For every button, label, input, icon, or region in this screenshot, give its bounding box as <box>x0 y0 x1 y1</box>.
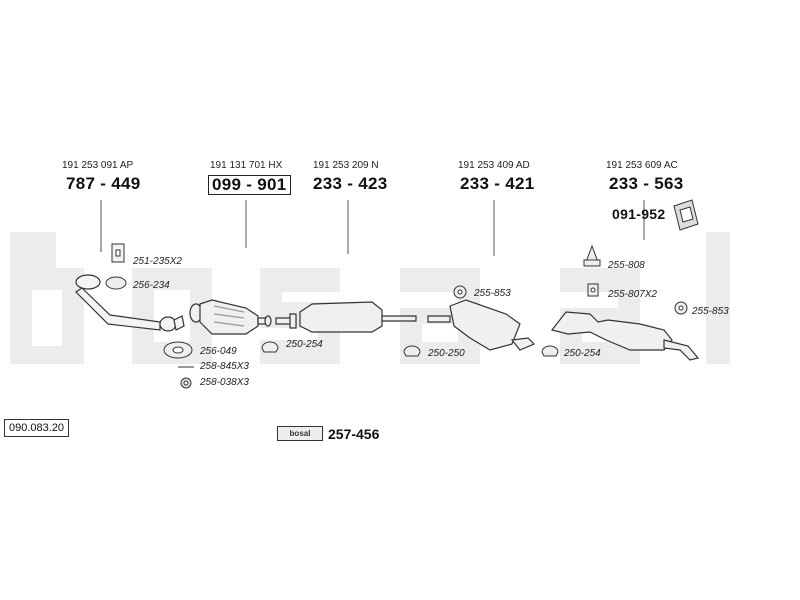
fitting-label: 250-254 <box>564 348 601 359</box>
catalytic-converter-drawing <box>189 299 272 335</box>
fitting-label: 258-038X3 <box>200 377 249 388</box>
fitting-label: 256-234 <box>133 280 170 291</box>
oe-number-catalytic-converter: 191 131 701 HX <box>210 160 283 171</box>
rear-silencer-drawing <box>550 311 700 361</box>
front-pipe-drawing <box>75 274 185 332</box>
part-number-front-pipe: 787 - 449 <box>66 174 141 193</box>
part-number-rear-silencer: 233 - 563 <box>609 174 684 193</box>
part-number-catalytic-converter: 099 - 901 <box>208 175 291 195</box>
fitting-label: 255-807X2 <box>608 289 657 300</box>
fitting-label: 256-049 <box>200 346 237 357</box>
fitting-label: 255-853 <box>692 306 729 317</box>
fitting-label: 250-254 <box>286 339 323 350</box>
part-number-middle-silencer: 233 - 421 <box>460 174 535 193</box>
catalog-number: 090.083.20 <box>4 419 70 437</box>
kit-part-number: 257-456 <box>328 426 380 442</box>
heat-shield-drawing <box>673 199 699 231</box>
oe-number-centre-pipe: 191 253 209 N <box>313 160 379 171</box>
middle-silencer-drawing <box>427 299 536 351</box>
centre-pipe-drawing <box>275 301 417 333</box>
oe-number-front-pipe: 191 253 091 AP <box>62 160 134 171</box>
fitting-label: 255-808 <box>608 260 645 271</box>
part-number-heat-shield: 091-952 <box>612 206 666 222</box>
oe-number-middle-silencer: 191 253 409 AD <box>458 160 530 171</box>
bracket-drawing <box>111 243 125 263</box>
kit-logo-badge: bosal <box>277 426 323 441</box>
part-number-centre-pipe: 233 - 423 <box>313 174 388 193</box>
fitting-label: 251-235X2 <box>133 256 182 267</box>
fitting-label: 258-845X3 <box>200 361 249 372</box>
fitting-label: 255-853 <box>474 288 511 299</box>
fitting-label: 250-250 <box>428 348 465 359</box>
oe-number-rear-silencer: 191 253 609 AC <box>606 160 678 171</box>
